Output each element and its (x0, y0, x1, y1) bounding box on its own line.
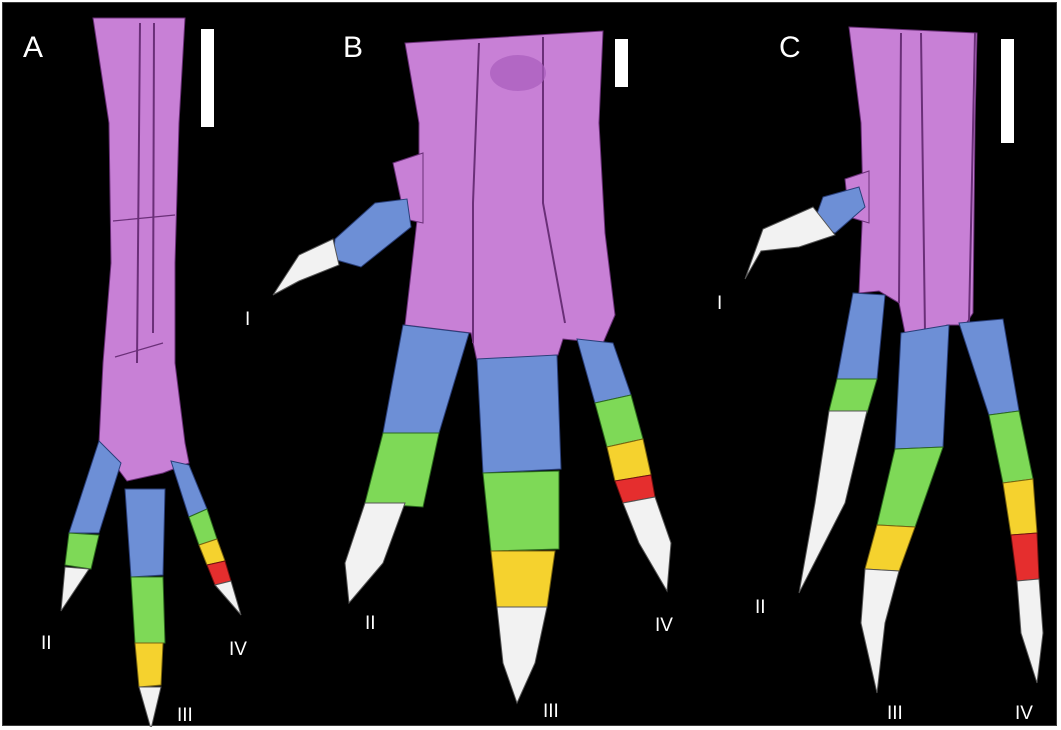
panel-b-letter: B (343, 31, 363, 64)
panel-a-digit-ii-ungual (61, 567, 89, 611)
panel-a-digit-iv-phalanx-1 (171, 461, 207, 517)
panel-b-digit-ii-phalanx-2 (365, 433, 439, 507)
panel-a-metatarsal (93, 18, 189, 481)
panel-b-digit-ii-label: II (365, 613, 376, 634)
panel-b: B I II III IV (245, 31, 673, 722)
panel-a-digit-iii-label: III (177, 705, 193, 726)
panel-c-digit-iii-phalanx-1 (895, 325, 949, 449)
panel-b-digit-i-label: I (245, 309, 250, 330)
panel-a-digit-ii-phalanx-2 (65, 533, 99, 569)
panel-c-digit-iv-phalanx-4 (1011, 533, 1039, 581)
panel-c-digit-iii-label: III (887, 703, 903, 724)
panel-b-scale-bar (615, 39, 628, 87)
panel-b-digit-iii-phalanx-3 (491, 551, 555, 607)
panel-a-digit-iv-ungual (215, 581, 241, 615)
panel-c-digit-ii-phalanx-2 (829, 379, 877, 413)
panel-c-digit-iv-label: IV (1015, 703, 1033, 724)
panel-a-digit-iii-phalanx-1 (125, 489, 165, 577)
panel-a-digit-ii-label: II (41, 633, 52, 654)
panel-c-digit-iv-phalanx-1 (959, 319, 1019, 415)
panel-b-digit-iii-label: III (543, 701, 559, 722)
figure-canvas: A II III IV B (3, 3, 1058, 727)
panel-c-digit-ii-label: II (755, 597, 766, 618)
panel-b-digit-iv-phalanx-1 (577, 339, 631, 403)
panel-a-scale-bar (201, 29, 214, 127)
panel-c-digit-iii-phalanx-2 (877, 447, 943, 527)
panel-b-digit-iv-phalanx-3 (607, 439, 651, 481)
panel-c-digit-iv-ungual (1017, 579, 1043, 683)
panel-a-letter: A (23, 31, 43, 64)
panel-a-digit-iii-ungual (139, 687, 161, 727)
panel-b-digit-iii-phalanx-2 (483, 471, 559, 551)
panel-a-digit-iii-phalanx-2 (131, 577, 165, 643)
panel-c-digit-iii-ungual (861, 569, 899, 693)
panel-b-digit-i-phalanx-1 (333, 199, 411, 267)
panel-c-scale-bar (1001, 39, 1014, 143)
panel-b-digit-iii-phalanx-1 (477, 355, 561, 473)
panel-a-digit-ii-phalanx-1 (69, 441, 121, 533)
panel-c: C I II III IV (717, 27, 1043, 724)
panel-b-digit-ii-ungual (345, 503, 405, 603)
panel-c-letter: C (779, 31, 801, 64)
panel-b-digit-iv-ungual (623, 497, 671, 591)
panel-c-digit-iv-phalanx-2 (989, 411, 1033, 483)
panel-a: A II III IV (23, 18, 247, 727)
panel-c-digit-ii-ungual (799, 411, 867, 593)
panel-c-digit-i-label: I (717, 293, 722, 314)
panel-b-digit-iv-label: IV (655, 615, 673, 636)
panel-b-digit-ii-phalanx-1 (383, 325, 469, 433)
panel-c-digit-ii-phalanx-1 (837, 293, 885, 379)
panel-a-digit-iii-phalanx-3 (135, 643, 163, 687)
panel-a-digit-iv-label: IV (229, 639, 247, 660)
panel-b-digit-iv-phalanx-2 (595, 395, 643, 447)
panel-c-digit-iv-phalanx-3 (1003, 479, 1037, 535)
panel-b-digit-iii-ungual (497, 607, 547, 703)
panel-c-digit-iii-phalanx-3 (865, 525, 915, 571)
panel-b-digit-i-ungual (273, 239, 339, 295)
panel-c-digit-i-ungual (745, 207, 835, 279)
